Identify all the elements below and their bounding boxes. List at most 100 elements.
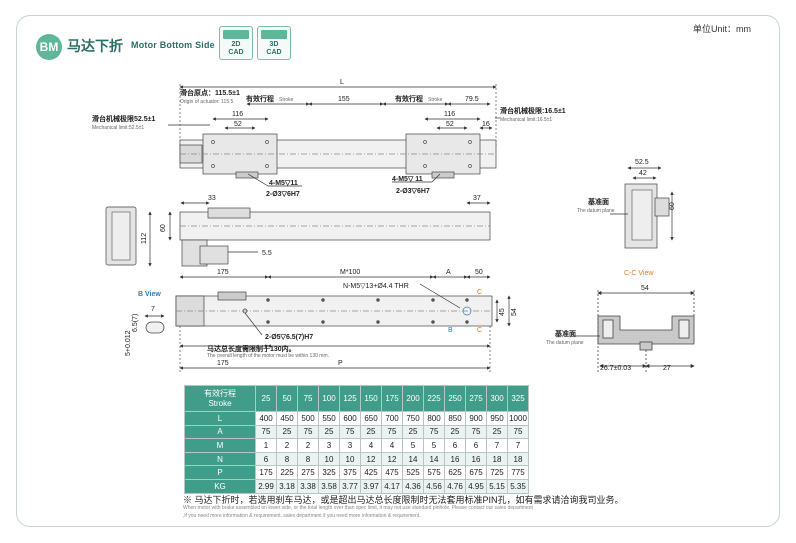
table-cell: 4 xyxy=(360,438,382,453)
hole-m5-left: 4-M5▽11 xyxy=(269,180,298,187)
table-cell: 575 xyxy=(423,465,445,480)
table-cell: 650 xyxy=(360,411,382,426)
side-view xyxy=(105,201,491,267)
table-cell: 425 xyxy=(360,465,382,480)
table-cell: 600 xyxy=(339,411,361,426)
table-cell: 500 xyxy=(297,411,319,426)
table-header-en: Stroke xyxy=(208,398,232,408)
table-cell: 4.56 xyxy=(423,478,445,494)
table-cell: 75 xyxy=(339,424,361,440)
table-cell: 16 xyxy=(444,451,466,467)
datum-label-1: 基准面 xyxy=(587,197,609,206)
page-frame xyxy=(16,15,780,527)
table-stroke-cell: 50 xyxy=(276,385,298,412)
page-subtitle: Motor Bottom Side xyxy=(131,40,215,50)
table-cell: 2 xyxy=(276,438,298,453)
table-stroke-cell: 150 xyxy=(360,385,382,412)
motor-note-en: The overall length of the motor must be … xyxy=(207,353,329,359)
file-icon xyxy=(223,30,249,39)
table-cell: 4.95 xyxy=(465,478,487,494)
motor-note: 马达总长度需限制于130内。 xyxy=(207,344,296,353)
table-cell: 3.18 xyxy=(276,478,298,494)
table-cell: 725 xyxy=(486,465,508,480)
cad-2d-top-label: 2D xyxy=(231,41,241,48)
table-cell: 775 xyxy=(507,465,529,480)
label-b: B xyxy=(448,327,453,334)
stroke-label-right-en: Stroke xyxy=(428,97,443,103)
table-cell: 75 xyxy=(423,424,445,440)
table-cell: 4.76 xyxy=(444,478,466,494)
table-cell: 525 xyxy=(402,465,424,480)
mech-limit-left-en: Mechanical limit:52.5±1 xyxy=(92,125,144,131)
table-row-label: A xyxy=(184,424,256,440)
b-view-label: B View xyxy=(138,291,161,298)
cad-3d-bottom-label: CAD xyxy=(266,49,282,56)
table-cell: 625 xyxy=(444,465,466,480)
series-badge: BM xyxy=(36,34,62,60)
table-row-label: P xyxy=(184,465,256,480)
table-cell: 4.17 xyxy=(381,478,403,494)
table-row-label: KG xyxy=(184,478,256,494)
table-cell: 950 xyxy=(486,411,508,426)
table-cell: 7 xyxy=(507,438,529,453)
table-cell: 6 xyxy=(444,438,466,453)
table-cell: 225 xyxy=(276,465,298,480)
table-cell: 475 xyxy=(381,465,403,480)
table-cell: 850 xyxy=(444,411,466,426)
dim-m100: M*100 xyxy=(340,269,360,276)
table-cell: 14 xyxy=(423,451,445,467)
dim-79-5: 79.5 xyxy=(465,96,479,103)
table-cell: 10 xyxy=(318,451,340,467)
table-cell: 7 xyxy=(486,438,508,453)
table-stroke-cell: 275 xyxy=(465,385,487,412)
table-stroke-cell: 25 xyxy=(255,385,277,412)
table-cell: 25 xyxy=(486,424,508,440)
table-cell: 3 xyxy=(318,438,340,453)
cc-view xyxy=(574,290,695,372)
table-cell: 1000 xyxy=(507,411,529,426)
table-row-label: M xyxy=(184,438,256,453)
stroke-label-right: 有效行程 xyxy=(395,94,423,103)
technical-drawing: L 滑台原点：115.5±1 Origin of actuator: 115.5… xyxy=(92,79,695,372)
datum-label-2-en: The datum plane xyxy=(546,340,584,346)
table-cell: 700 xyxy=(381,411,403,426)
table-cell: 3.38 xyxy=(297,478,319,494)
table-cell: 12 xyxy=(360,451,382,467)
end-dim-60: 60 xyxy=(669,202,676,210)
dimension-labels: L 滑台原点：115.5±1 Origin of actuator: 115.5… xyxy=(92,79,676,372)
cad-3d-button[interactable]: 3D CAD xyxy=(257,26,291,60)
table-cell: 3.97 xyxy=(360,478,382,494)
mech-limit-right: 滑台机械极限:16.5±1 xyxy=(500,106,566,115)
dim-7: 7 xyxy=(151,306,155,313)
table-cell: 8 xyxy=(276,451,298,467)
dim-37: 37 xyxy=(473,195,481,202)
table-cell: 4 xyxy=(381,438,403,453)
hole-pin-left: 2-Ø3▽6H7 xyxy=(266,191,300,198)
table-cell: 12 xyxy=(381,451,403,467)
table-cell: 4.36 xyxy=(402,478,424,494)
stroke-label-left: 有效行程 xyxy=(246,94,274,103)
table-cell: 3.77 xyxy=(339,478,361,494)
table-cell: 14 xyxy=(402,451,424,467)
label-c-bottom: C xyxy=(477,327,482,334)
dim-16-right: 16 xyxy=(482,121,490,128)
cc-dim-54: 54 xyxy=(641,285,649,292)
table-cell: 800 xyxy=(423,411,445,426)
table-cell: 175 xyxy=(255,465,277,480)
cc-dim-26-7: 26.7±0.03 xyxy=(600,365,631,372)
footnote-cn: ※ 马达下折时，若选用刹车马达，或是超出马达总长度限制时无法套用标准PIN孔，如… xyxy=(183,495,624,505)
dim-5-tol: 5+0.012 xyxy=(125,330,132,356)
footnote-en-1: When motor with brake assembled on lower… xyxy=(183,505,533,511)
bottom-view xyxy=(144,275,511,372)
dim-L: L xyxy=(340,79,344,86)
table-cell: 400 xyxy=(255,411,277,426)
table-cell: 10 xyxy=(339,451,361,467)
hole-pin-right: 2-Ø3▽6H7 xyxy=(396,188,430,195)
dim-A: A xyxy=(446,269,451,276)
cad-2d-button[interactable]: 2D CAD xyxy=(219,26,253,60)
dim-50: 50 xyxy=(475,269,483,276)
dim-116-left: 116 xyxy=(232,111,243,118)
